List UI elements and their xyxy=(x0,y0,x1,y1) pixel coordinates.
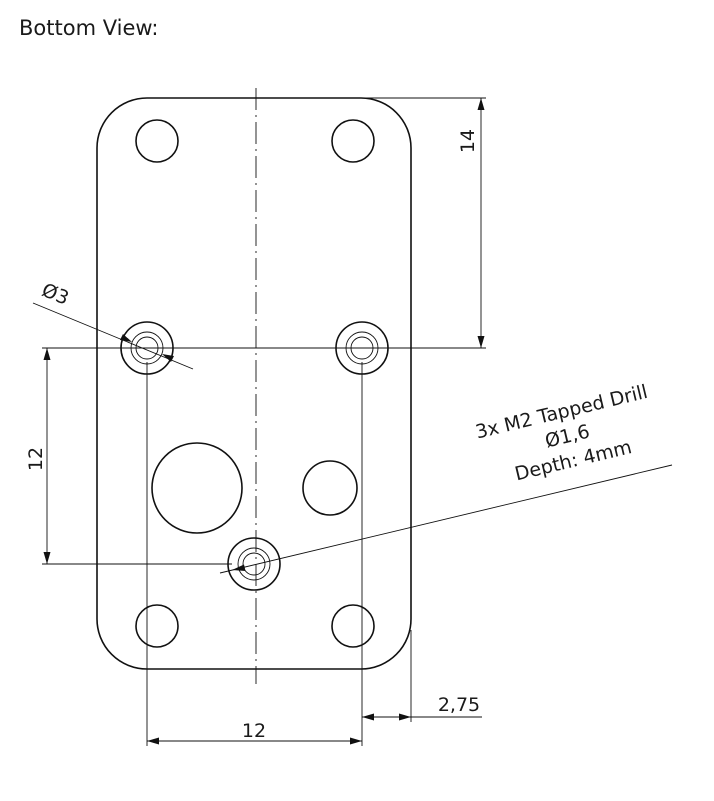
dimension-vertical-spacing-label: 12 xyxy=(25,447,47,471)
medium-hole xyxy=(302,460,358,516)
dimension-horizontal-spacing-label: 12 xyxy=(242,720,266,742)
dimension-horizontal-spacing xyxy=(146,362,363,746)
corner-hole-bottom-left xyxy=(135,604,179,648)
large-hole xyxy=(151,442,243,534)
tapped-hole-bottom xyxy=(227,537,281,591)
diameter-leader xyxy=(32,302,194,370)
dimension-edge-offset-label: 2,75 xyxy=(438,694,480,716)
dimension-top-offset xyxy=(350,97,486,348)
dimension-vertical-spacing xyxy=(42,348,232,565)
hole-diameter-label: Ø3 xyxy=(39,279,72,310)
dimension-edge-offset xyxy=(362,630,482,722)
view-title: Bottom View: xyxy=(19,16,159,40)
part-outline xyxy=(96,97,412,670)
corner-hole-top-left xyxy=(135,119,179,163)
corner-hole-top-right xyxy=(331,119,375,163)
dimension-top-offset-label: 14 xyxy=(457,129,479,153)
corner-hole-bottom-right xyxy=(331,604,375,648)
tapped-drill-note: 3x M2 Tapped Drill Ø1,6 Depth: 4mm xyxy=(473,381,649,486)
tapped-drill-leader xyxy=(219,464,673,574)
